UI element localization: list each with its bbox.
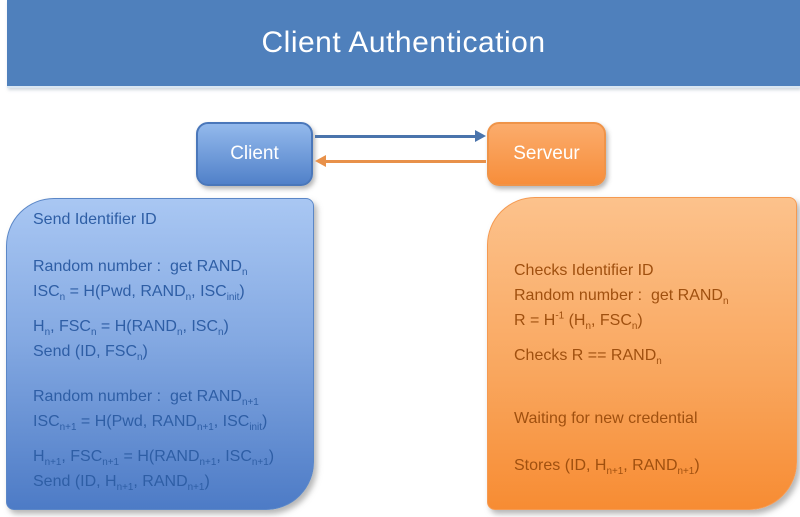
server-step-line: Checks R == RANDn	[514, 347, 662, 368]
arrow-client-to-server-icon	[315, 130, 486, 143]
client-step-line: Hn+1, FSCn+1 = H(RANDn+1, ISCn+1)	[33, 448, 275, 469]
server-steps-lines: Checks Identifier ID Random number : get …	[514, 258, 790, 478]
arrow-server-to-client-icon	[315, 155, 486, 168]
server-node: Serveur	[487, 122, 606, 186]
server-steps-panel: Checks Identifier ID Random number : get …	[487, 197, 797, 510]
server-step-line: Stores (ID, Hn+1, RANDn+1)	[514, 457, 700, 478]
server-step-line: Random number : get RANDn	[514, 287, 729, 308]
client-steps-lines: Send Identifier ID Random number : get RA…	[33, 207, 307, 494]
page-title: Client Authentication	[261, 26, 546, 59]
title-bar: Client Authentication	[7, 0, 800, 88]
client-step-line: Hn, FSCn = H(RANDn, ISCn)	[33, 318, 229, 339]
client-step-line: Random number : get RANDn+1	[33, 388, 259, 409]
arrow-shaft	[315, 135, 476, 138]
client-step-line: ISCn = H(Pwd, RANDn, ISCinit)	[33, 283, 245, 304]
arrowhead-left-icon	[315, 155, 326, 167]
server-node-label: Serveur	[513, 143, 580, 164]
server-step-line: Checks Identifier ID	[514, 262, 654, 279]
client-node: Client	[196, 122, 313, 186]
client-step-line: Send (ID, FSCn)	[33, 343, 148, 364]
client-node-label: Client	[230, 143, 279, 164]
server-step-line: R = H-1 (Hn, FSCn)	[514, 310, 643, 333]
client-step-line: ISCn+1 = H(Pwd, RANDn+1, ISCinit)	[33, 413, 268, 434]
arrowhead-right-icon	[475, 130, 486, 142]
client-step-line: Send Identifier ID	[33, 211, 157, 228]
client-step-line: Send (ID, Hn+1, RANDn+1)	[33, 473, 210, 494]
client-step-line: Random number : get RANDn	[33, 258, 248, 279]
client-steps-panel: Send Identifier ID Random number : get RA…	[6, 198, 314, 510]
arrow-shaft	[325, 160, 486, 163]
server-step-line: Waiting for new credential	[514, 410, 698, 427]
